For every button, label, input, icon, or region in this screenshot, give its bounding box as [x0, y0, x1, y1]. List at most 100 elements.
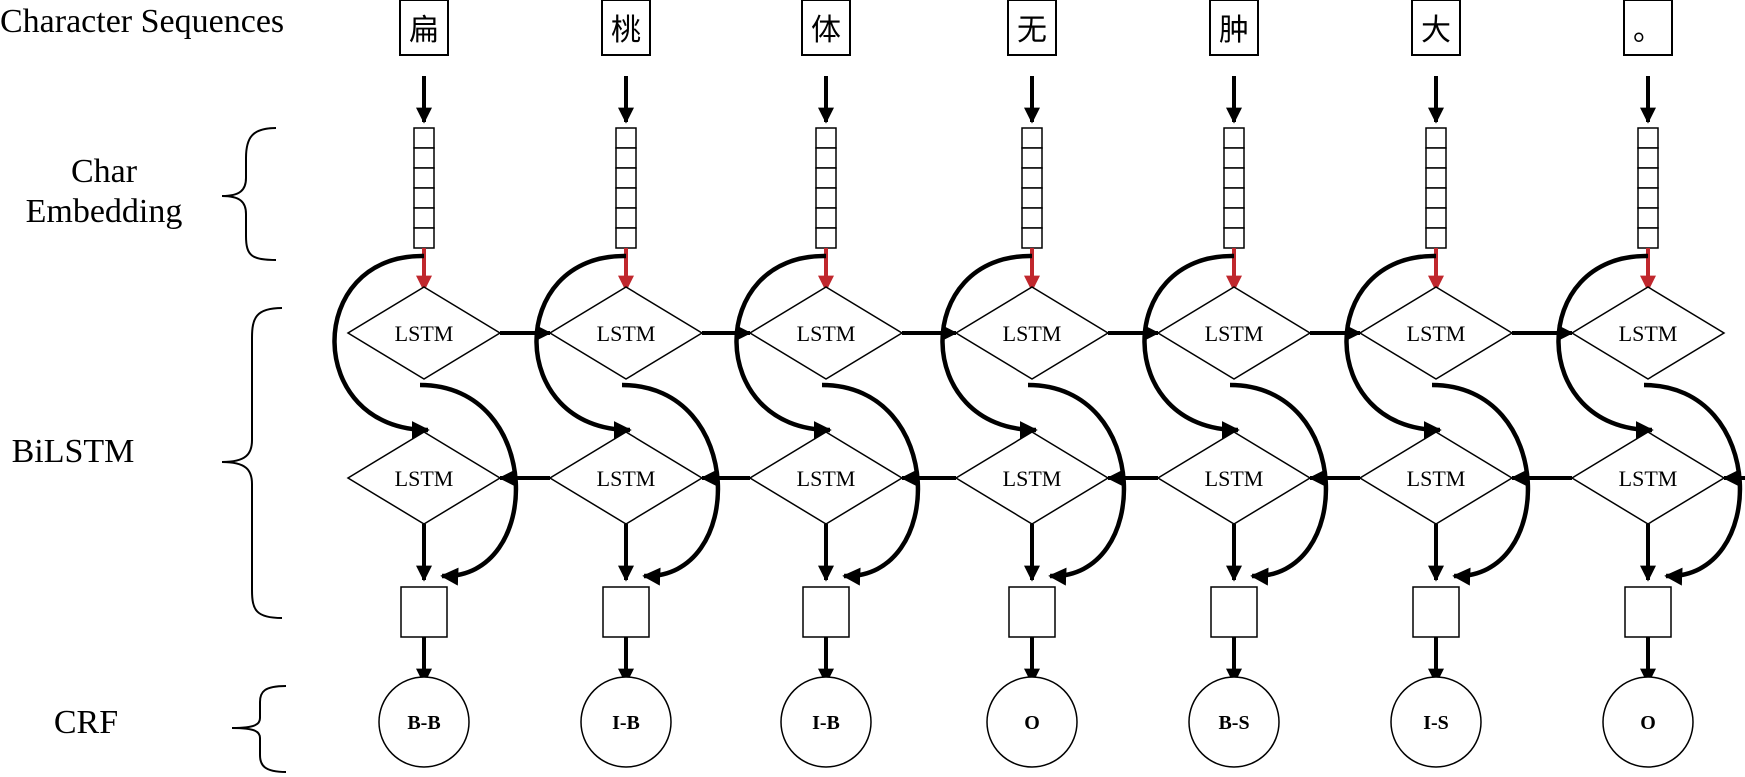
char-box	[1411, 0, 1461, 56]
embedding-cell	[1021, 127, 1043, 149]
embedding-cell	[1425, 227, 1447, 249]
embedding-cell	[1223, 167, 1245, 189]
lstm-backward-label: LSTM	[797, 466, 856, 491]
brace-crf	[231, 685, 287, 773]
char-box	[601, 0, 651, 56]
embedding-cell	[815, 127, 837, 149]
lstm-forward-label: LSTM	[597, 321, 656, 346]
embedding-cell	[413, 187, 435, 209]
crf-node-6	[1390, 676, 1482, 768]
embedding-cell	[615, 227, 637, 249]
embedding-cell	[815, 167, 837, 189]
arrow-forward-lstm-to-output	[419, 382, 519, 586]
embedding-cell	[1637, 207, 1659, 229]
arrow-forward-lstm-to-output	[1027, 382, 1127, 586]
embedding-cell	[1021, 167, 1043, 189]
arrow-embedding-to-backward-lstm	[1344, 253, 1442, 439]
lstm-forward-label: LSTM	[395, 321, 454, 346]
embedding-cell	[413, 147, 435, 169]
embedding-cell	[615, 187, 637, 209]
lstm-backward-label: LSTM	[1619, 466, 1678, 491]
crf-tag-3: I-B	[812, 712, 840, 734]
arrow-forward-lstm-to-output	[1229, 382, 1329, 586]
crf-tag-1: B-B	[407, 712, 440, 734]
embedding-cell	[413, 127, 435, 149]
char-box	[1209, 0, 1259, 56]
character-5: 肿	[1219, 13, 1249, 48]
lstm-forward-3	[748, 286, 904, 380]
character-4: 无	[1017, 13, 1047, 48]
output-box	[1624, 586, 1672, 638]
output-box	[1210, 586, 1258, 638]
embedding-cell	[615, 167, 637, 189]
embedding-cell	[1637, 227, 1659, 249]
lstm-backward-label: LSTM	[1003, 466, 1062, 491]
embedding-cell	[1021, 147, 1043, 169]
lstm-backward-label: LSTM	[1205, 466, 1264, 491]
embedding-cell	[1425, 127, 1447, 149]
output-box	[602, 586, 650, 638]
crf-node-2	[580, 676, 672, 768]
arrow-forward-lstm-to-output	[1431, 382, 1531, 586]
character-7: 。	[1633, 13, 1663, 48]
crf-node-5	[1188, 676, 1280, 768]
lstm-forward-5	[1156, 286, 1312, 380]
output-box	[802, 586, 850, 638]
crf-tag-2: I-B	[612, 712, 640, 734]
arrow-embedding-to-backward-lstm	[940, 253, 1038, 439]
character-3: 体	[811, 13, 841, 48]
output-box	[400, 586, 448, 638]
crf-node-7	[1602, 676, 1694, 768]
arrow-embedding-to-backward-lstm	[332, 253, 430, 439]
crf-tag-6: I-S	[1423, 712, 1449, 734]
char-box	[1623, 0, 1673, 56]
embedding-cell	[413, 167, 435, 189]
crf-node-1	[378, 676, 470, 768]
brace-char-embedding	[221, 127, 277, 261]
embedding-cell	[1223, 187, 1245, 209]
crf-tag-5: B-S	[1218, 712, 1249, 734]
arrow-embedding-to-backward-lstm	[1556, 253, 1654, 439]
char-box	[801, 0, 851, 56]
lstm-forward-label: LSTM	[797, 321, 856, 346]
character-2: 桃	[611, 13, 641, 48]
output-box	[1008, 586, 1056, 638]
embedding-cell	[1637, 167, 1659, 189]
embedding-cell	[1637, 187, 1659, 209]
row-label-character-sequences: Character Sequences	[0, 3, 284, 40]
arrow-embedding-to-backward-lstm	[534, 253, 632, 439]
embedding-cell	[615, 147, 637, 169]
arrow-forward-lstm-to-output	[1643, 382, 1743, 586]
embedding-cell	[1223, 207, 1245, 229]
embedding-cell	[1425, 187, 1447, 209]
lstm-forward-2	[548, 286, 704, 380]
embedding-cell	[1425, 167, 1447, 189]
embedding-cell	[1637, 147, 1659, 169]
arrow-embedding-to-backward-lstm	[1142, 253, 1240, 439]
lstm-forward-label: LSTM	[1407, 321, 1466, 346]
embedding-cell	[1223, 127, 1245, 149]
embedding-cell	[815, 207, 837, 229]
embedding-cell	[1425, 147, 1447, 169]
crf-tag-7: O	[1640, 712, 1656, 734]
crf-tag-4: O	[1024, 712, 1040, 734]
lstm-forward-7	[1570, 286, 1726, 380]
embedding-cell	[1223, 147, 1245, 169]
character-6: 大	[1421, 13, 1451, 48]
lstm-forward-4	[954, 286, 1110, 380]
crf-node-3	[780, 676, 872, 768]
embedding-cell	[815, 227, 837, 249]
embedding-cell	[1223, 227, 1245, 249]
row-label-char-embedding-line1: Char	[71, 153, 138, 190]
embedding-cell	[815, 187, 837, 209]
embedding-cell	[1021, 207, 1043, 229]
brace-bilstm	[221, 307, 283, 619]
crf-node-4	[986, 676, 1078, 768]
lstm-forward-label: LSTM	[1619, 321, 1678, 346]
embedding-cell	[615, 127, 637, 149]
arrow-forward-lstm-to-output	[821, 382, 921, 586]
char-box	[399, 0, 449, 56]
lstm-forward-1	[346, 286, 502, 380]
embedding-cell	[413, 227, 435, 249]
